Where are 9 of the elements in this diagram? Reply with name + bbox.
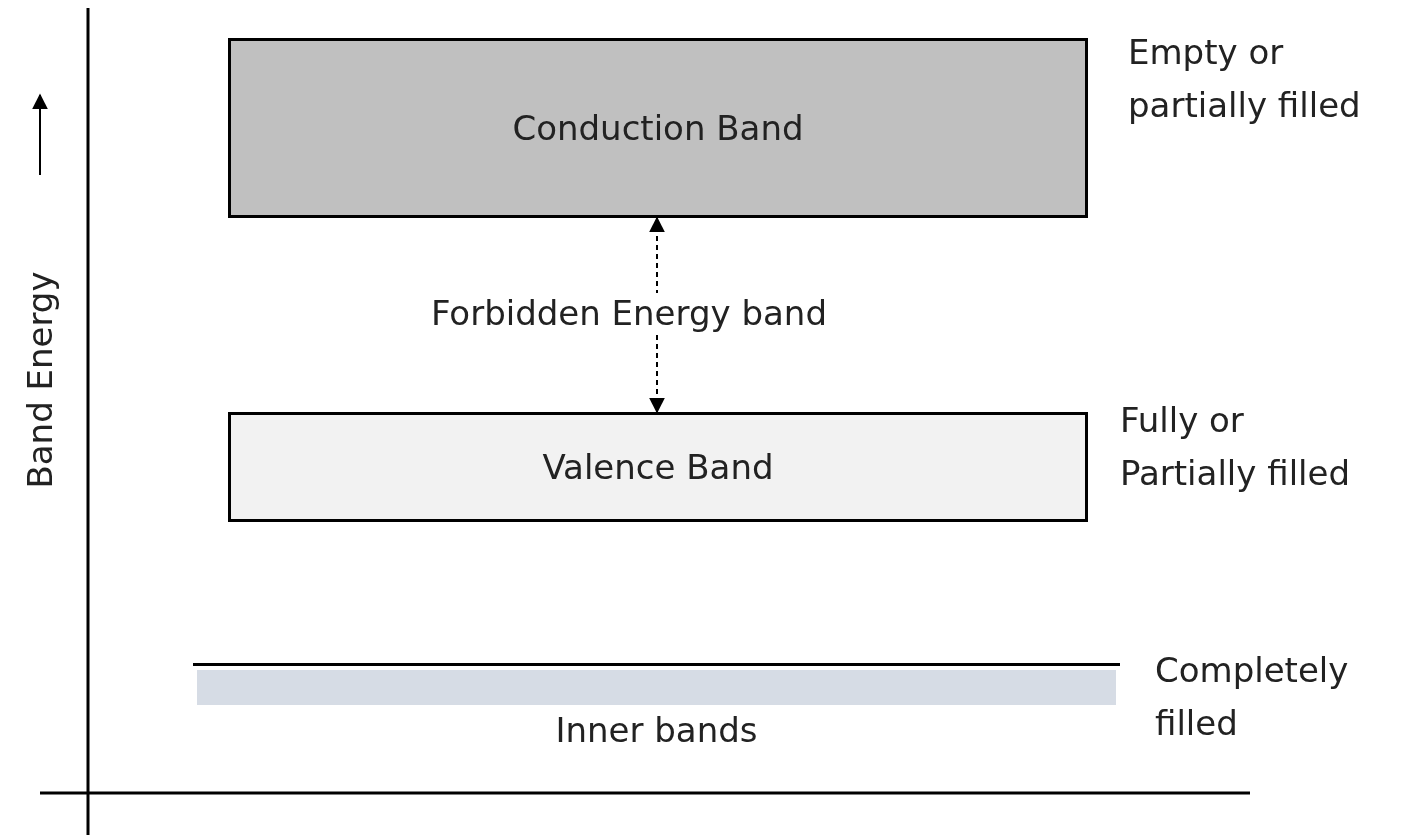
energy-band-box	[228, 412, 1088, 522]
energy-band-box	[228, 38, 1088, 218]
band-note: Empty or partially filled	[1128, 31, 1362, 127]
band-label: Conduction Band	[512, 108, 804, 148]
axis-label: Band Energy	[20, 270, 60, 491]
band-note: Fully or Partially filled	[1120, 399, 1352, 495]
band-label: Inner bands	[554, 710, 759, 750]
band-note: Completely filled	[1155, 649, 1350, 745]
band-label: Valence Band	[542, 447, 774, 487]
